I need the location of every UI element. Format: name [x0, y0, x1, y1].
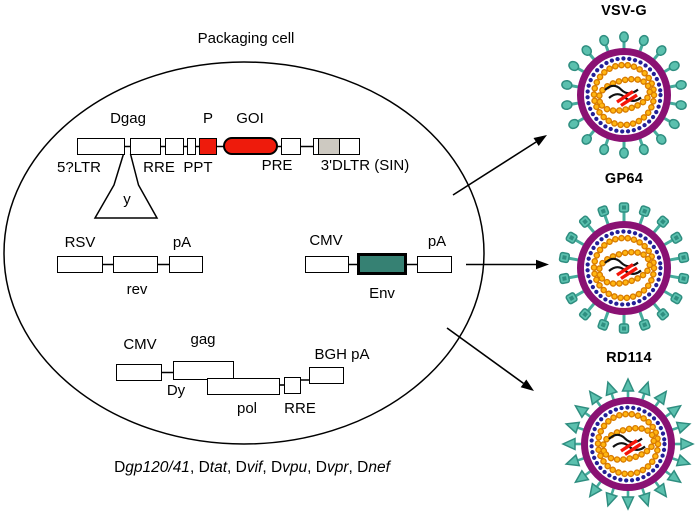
gene-vpr: vpr: [326, 459, 349, 476]
box-pol: [207, 378, 280, 395]
delta-5: D: [357, 459, 369, 476]
box-promoter-p: [199, 138, 217, 155]
label-dpsi: Dy: [166, 382, 186, 399]
label-dgag: Dgag: [110, 110, 146, 127]
label-rev-pa: pA: [172, 234, 192, 251]
arrow-to-vsv-g: [452, 135, 547, 196]
box-ppt: [187, 138, 196, 155]
box-bgh-pa: [309, 367, 344, 384]
label-goi: GOI: [236, 110, 264, 127]
packaging-cell-outline: [3, 61, 485, 445]
label-gp64: GP64: [604, 171, 644, 187]
box-goi: [223, 137, 278, 155]
gene-gp120: gp120/41: [125, 459, 190, 476]
deletions-note: Dgp120/41, Dtat, Dvif, Dvpu, Dvpr, Dnef: [114, 459, 390, 476]
box-pre: [281, 138, 301, 155]
label-env: Env: [369, 285, 395, 302]
label-5ltr: 5?LTR: [57, 159, 101, 176]
delta-1: D: [198, 459, 210, 476]
box-gagpol-cmv: [116, 364, 162, 381]
box-5ltr: [77, 138, 125, 155]
arrow-to-rd114: [446, 327, 534, 391]
box-env-cmv: [305, 256, 349, 273]
box-3ltr: [313, 138, 360, 155]
label-rre: RRE: [143, 159, 175, 176]
box-rev-pa: [169, 256, 203, 273]
box-env-pa: [417, 256, 452, 273]
label-rd114: RD114: [606, 350, 652, 366]
label-env-pa: pA: [427, 233, 447, 250]
label-vsv-g: VSV-G: [601, 3, 647, 19]
virion-rd114-icon: [561, 377, 695, 511]
delta-0: D: [114, 459, 126, 476]
gene-tat: tat: [209, 459, 227, 476]
label-rsv: RSV: [64, 234, 96, 251]
label-gag: gag: [190, 331, 216, 348]
virion-vsv-g-icon: [559, 30, 689, 160]
delta-2: D: [235, 459, 247, 476]
label-gagpol-rre: RRE: [284, 400, 316, 417]
box-rsv: [57, 256, 103, 273]
delta-4: D: [315, 459, 327, 476]
label-env-cmv: CMV: [309, 232, 343, 249]
box-gag: [173, 361, 234, 380]
label-gagpol-cmv: CMV: [123, 336, 157, 353]
label-pol: pol: [236, 400, 258, 417]
3ltr-gray-segment: [318, 139, 340, 154]
arrow-to-gp64: [466, 259, 549, 270]
virion-gp64-icon: [557, 201, 691, 335]
label-bgh-pa: BGH pA: [314, 346, 370, 363]
gene-nef: nef: [368, 459, 390, 476]
label-3ltr: 3'DLTR (SIN): [320, 157, 410, 174]
gene-vif: vif: [246, 459, 263, 476]
box-rev: [113, 256, 158, 273]
delta-3: D: [270, 459, 283, 476]
label-rev: rev: [126, 281, 148, 298]
label-p: P: [202, 110, 214, 127]
label-psi: y: [123, 191, 131, 208]
page-title: Packaging cell: [197, 30, 295, 47]
box-dgag: [130, 138, 161, 155]
label-pre: PRE: [261, 157, 293, 174]
box-rre: [165, 138, 184, 155]
psi-funnel-icon: [93, 153, 159, 219]
gene-vpu: vpu: [282, 459, 308, 476]
box-env: [357, 253, 407, 275]
label-ppt: PPT: [183, 159, 213, 176]
box-gagpol-rre: [284, 377, 301, 394]
